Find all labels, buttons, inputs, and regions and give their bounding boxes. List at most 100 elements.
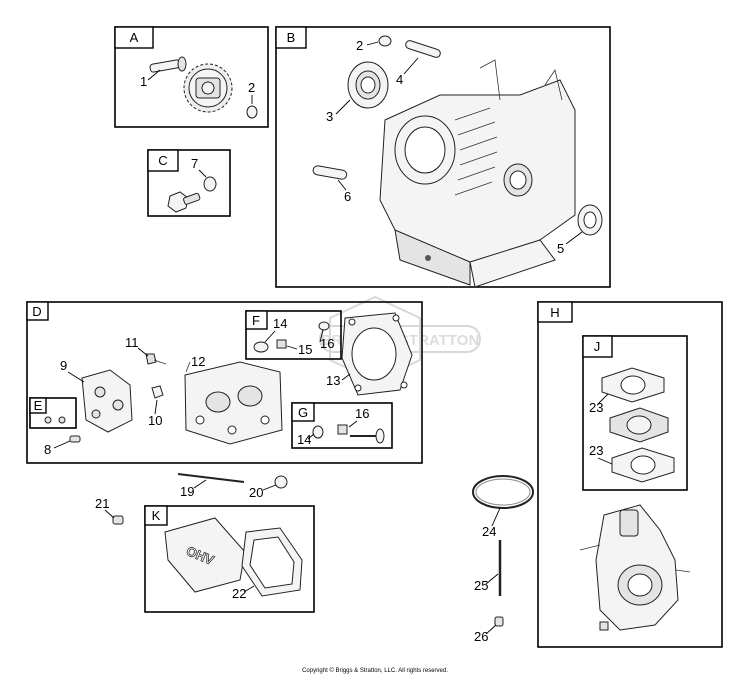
- section-g: G 14 16: [291, 402, 393, 449]
- section-g-letter: G: [298, 405, 308, 420]
- section-e: E: [29, 397, 77, 429]
- section-f-frame: [245, 310, 342, 360]
- part-dowel-pin: [405, 40, 441, 58]
- section-k-letter: K: [152, 508, 161, 523]
- part-valve-keeper: [276, 339, 287, 349]
- part-valve-spring-cap: [312, 425, 324, 439]
- section-k-tab: [144, 505, 168, 526]
- section-e-letter: E: [34, 398, 43, 413]
- callout-24: 24: [482, 524, 496, 539]
- part-push-rod: [177, 473, 245, 483]
- callout-j-23b: 23: [589, 443, 603, 458]
- part-governor-gear: [183, 63, 233, 113]
- section-a-frame: [114, 26, 269, 128]
- section-g-frame: [291, 402, 393, 449]
- section-f-letter: F: [252, 313, 260, 328]
- section-b: B 2 3 4: [275, 26, 611, 288]
- section-j: J 23 23: [582, 335, 688, 491]
- part-carburetor: [579, 504, 691, 631]
- callout-b-4: 4: [396, 72, 403, 87]
- part-valve-spring-cap: [253, 341, 269, 353]
- callout-25: 25: [474, 578, 488, 593]
- section-f: F 14 15 16: [245, 310, 342, 360]
- callout-a-2: 2: [248, 80, 255, 95]
- section-a-tab: [114, 26, 154, 49]
- callout-f-14: 14: [273, 316, 287, 331]
- part-head-gasket: [341, 312, 413, 396]
- part-valve-keeper: [337, 424, 348, 435]
- section-h: H J 23 23: [537, 301, 723, 648]
- section-b-letter: B: [287, 30, 296, 45]
- section-h-tab: [537, 301, 573, 323]
- section-k-frame: [144, 505, 315, 613]
- callout-a-1: 1: [140, 74, 147, 89]
- section-d-tab: [26, 301, 49, 321]
- section-f-tab: [245, 310, 268, 330]
- callout-d-11: 12: [191, 354, 205, 369]
- callout-j-23a: 23: [589, 400, 603, 415]
- part-breather: [274, 475, 288, 489]
- section-c-tab: [147, 149, 179, 172]
- part-dowel-pin: [312, 165, 348, 180]
- callout-d-13: 13: [326, 373, 340, 388]
- callout-d-10: 10: [148, 413, 162, 428]
- part-bolt: [167, 191, 201, 213]
- part-washer: [378, 35, 392, 47]
- callout-d-12: 11: [125, 335, 139, 350]
- part-shaft-pin: [149, 56, 187, 73]
- callout-21: 21: [95, 496, 109, 511]
- section-k: K OHV 22: [144, 505, 315, 613]
- callout-19: 19: [180, 484, 194, 499]
- section-d-letter: D: [32, 304, 41, 319]
- part-main-jet: [494, 616, 504, 627]
- section-h-frame: [537, 301, 723, 648]
- callout-g-14: 14: [297, 432, 311, 447]
- part-washer: [203, 176, 217, 192]
- section-c-letter: C: [158, 153, 167, 168]
- part-adjuster-nut: [58, 416, 66, 424]
- section-j-letter: J: [594, 339, 601, 354]
- callout-20: 20: [249, 485, 263, 500]
- section-j-tab: [582, 335, 613, 358]
- part-adjuster-nut: [44, 416, 52, 424]
- part-valve-stem: [318, 321, 330, 331]
- section-d: D 9 E 8 11 10: [26, 301, 423, 464]
- fuel-parts: 24 25 26: [472, 475, 534, 644]
- loose-parts: 19 20 21: [95, 473, 288, 525]
- callout-b-2: 2: [356, 38, 363, 53]
- callout-c-7: 7: [191, 156, 198, 171]
- callout-d-9: 9: [60, 358, 67, 373]
- section-e-tab: [29, 397, 47, 414]
- section-a: A 1 2: [114, 26, 269, 128]
- part-valve-cover: OHV: [164, 517, 246, 593]
- part-o-ring: [472, 475, 534, 509]
- part-carburetor-spacer: [609, 407, 669, 443]
- section-a-letter: A: [130, 30, 139, 45]
- section-c: C 7: [147, 149, 231, 217]
- section-g-tab: [291, 402, 315, 422]
- section-b-tab: [275, 26, 307, 49]
- part-washer: [246, 105, 258, 119]
- part-carburetor-gasket: [611, 447, 675, 483]
- section-c-frame: [147, 149, 231, 217]
- part-bearing: [347, 61, 389, 109]
- callout-b-3: 3: [326, 109, 333, 124]
- section-b-frame: [275, 26, 611, 288]
- part-valve-cover-gasket: [241, 527, 303, 597]
- callout-f-16: 16: [320, 336, 334, 351]
- part-valve: [350, 428, 385, 444]
- callout-d-8: 8: [44, 442, 51, 457]
- section-j-frame: [582, 335, 688, 491]
- part-bolt: [145, 353, 167, 365]
- part-carburetor-gasket: [601, 367, 665, 403]
- callout-k-22: 22: [232, 586, 246, 601]
- callout-26: 26: [474, 629, 488, 644]
- copyright-notice: Copyright © Briggs & Stratton, LLC. All …: [302, 667, 448, 674]
- part-screw: [69, 435, 81, 443]
- callout-b-5: 5: [557, 241, 564, 256]
- part-valve-retainer: [151, 385, 164, 399]
- callout-g-16: 16: [355, 406, 369, 421]
- section-h-letter: H: [550, 305, 559, 320]
- part-cylinder-head: [184, 361, 283, 445]
